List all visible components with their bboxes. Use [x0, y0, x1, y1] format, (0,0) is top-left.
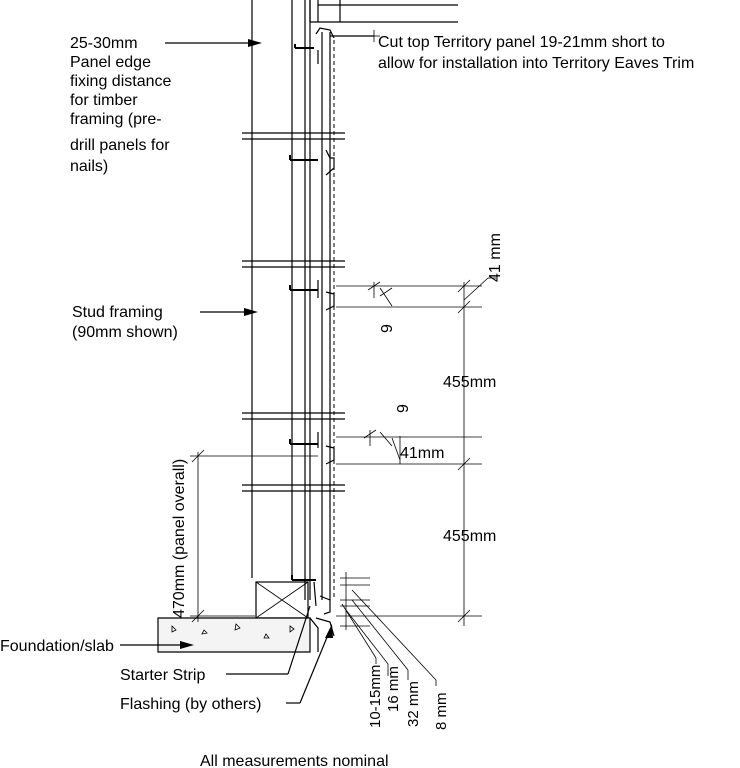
cut-top-label: Cut top Territory panel 19-21mm short to…: [378, 34, 694, 72]
dim-9-top: 9: [379, 324, 396, 333]
flashing-label: Flashing (by others): [120, 696, 261, 713]
edge-fixing-label: 25-30mm Panel edge fixing distance for t…: [70, 35, 171, 175]
bottom-plate: [255, 581, 309, 619]
dim-41-lower: 41mm: [400, 445, 444, 462]
stud-framing-label: Stud framing (90mm shown): [72, 304, 178, 341]
dim-9-lower: 9: [395, 404, 412, 413]
dim-455-upper: 455mm: [443, 374, 496, 391]
cut-top-line-2: allow for installation into Territory Ea…: [378, 55, 694, 72]
cut-top-line-1: Cut top Territory panel 19-21mm short to: [378, 34, 665, 51]
cladding-panels: [313, 27, 335, 615]
dim-470-overall: 470mm (panel overall): [171, 459, 188, 618]
edge-fixing-line-5: framing (pre-: [70, 111, 162, 128]
edge-fixing-line-4: for timber: [70, 92, 138, 109]
edge-fixing-line-6: drill panels for: [70, 137, 170, 154]
edge-fixing-line-2: Panel edge: [70, 54, 151, 71]
stud-framing-line-2: (90mm shown): [72, 324, 178, 341]
edge-fixing-line-3: fixing distance: [70, 73, 171, 90]
foundation-slab: [157, 617, 335, 653]
foundation-label: Foundation/slab: [0, 638, 114, 655]
eaves-trim: [309, 0, 458, 23]
edge-fixing-line-1: 25-30mm: [70, 35, 138, 52]
dim-455-lower: 455mm: [443, 528, 496, 545]
noggins: [242, 132, 345, 492]
edge-fixing-line-7: nails): [70, 158, 108, 175]
dim-10-15: 10-15mm: [367, 665, 384, 728]
stud-frame: [251, 0, 311, 600]
dimension-lines: [190, 277, 496, 686]
nail-fixings: [289, 44, 318, 581]
footer-note: All measurements nominal: [200, 753, 389, 768]
dim-32: 32 mm: [405, 681, 422, 727]
dim-8: 8 mm: [433, 693, 450, 731]
dim-16: 16 mm: [385, 666, 402, 712]
starter-strip-label: Starter Strip: [120, 667, 205, 684]
leader-arrows: [120, 30, 380, 704]
dim-41-top: 41 mm: [487, 233, 504, 282]
stud-framing-line-1: Stud framing: [72, 304, 163, 321]
